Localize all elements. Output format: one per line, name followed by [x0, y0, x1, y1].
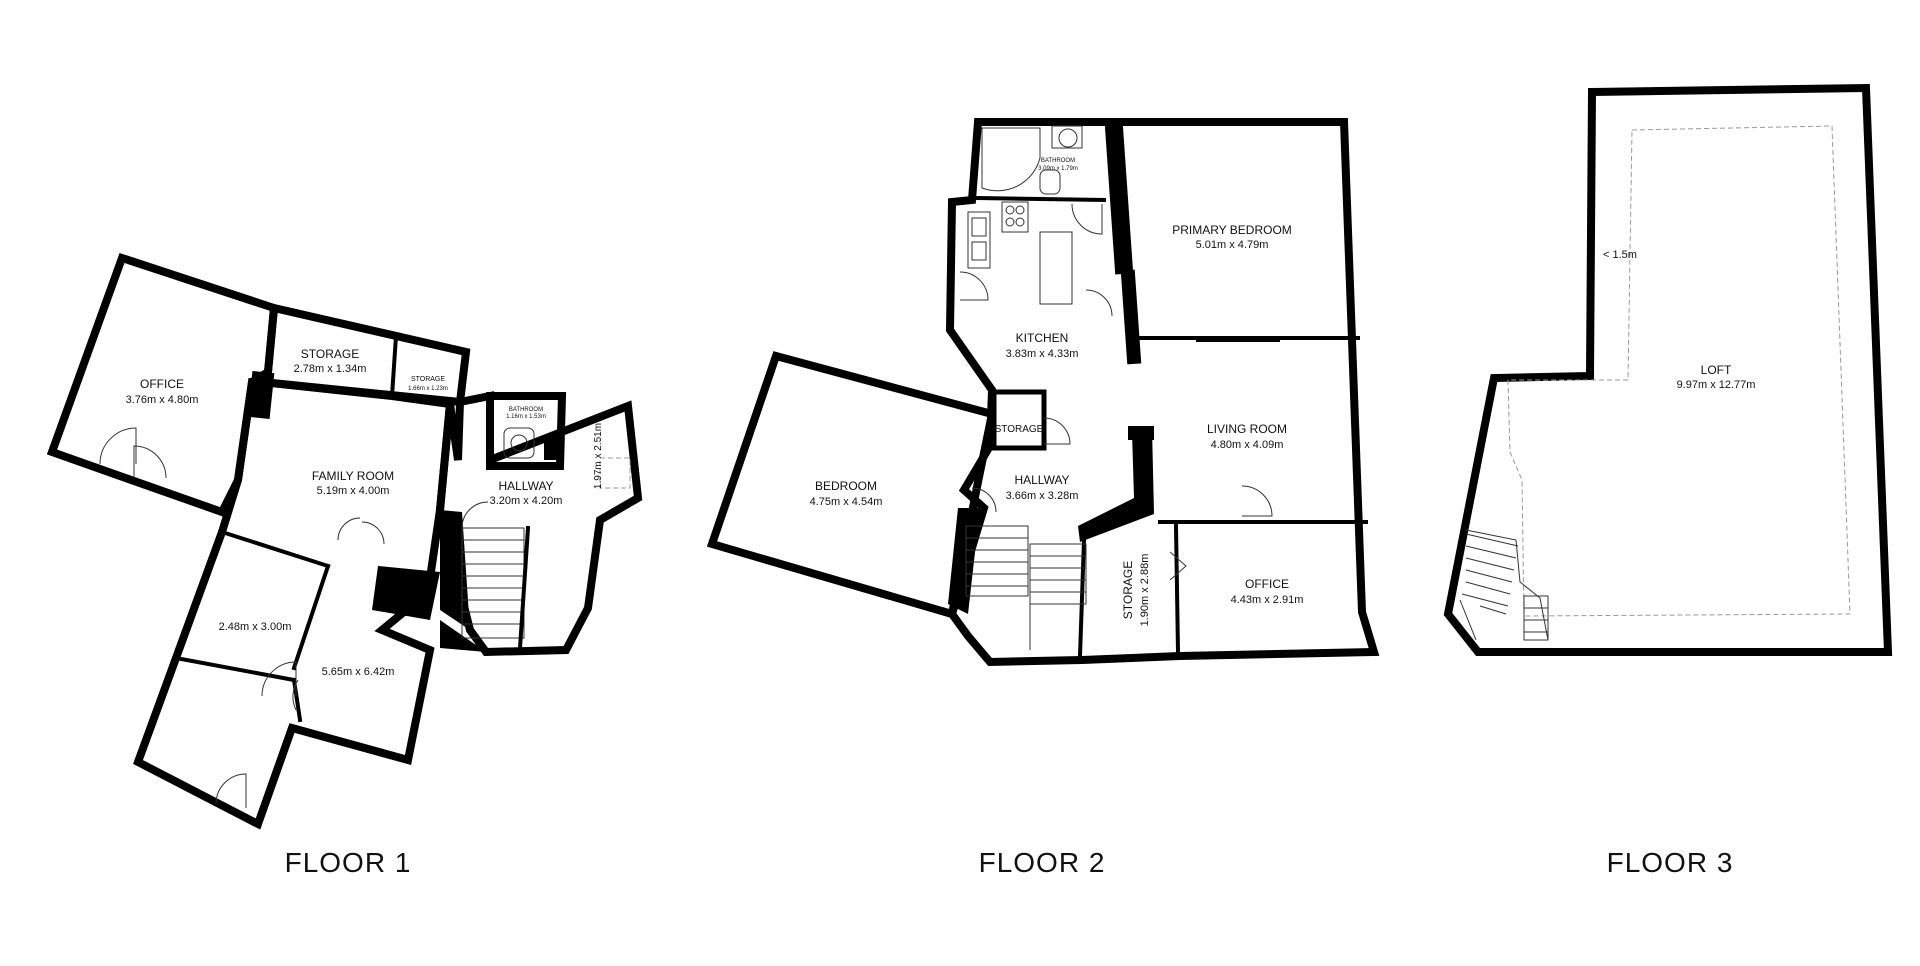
floor-1-large-room-dims: 5.65m x 6.42m — [322, 666, 395, 678]
floor-1-family-room-name: FAMILY ROOM — [312, 469, 394, 483]
floor-3-loft-walls — [1443, 83, 1893, 656]
floor-1-storage-a-dims: 2.78m x 1.34m — [294, 363, 367, 375]
floor-2-plan: BATHROOM 3.09m x 1.79m PRIMARY BEDROOM 5… — [706, 118, 1380, 878]
floor-2-storage-small-name: STORAGE — [995, 424, 1044, 435]
floor-2-living-room-dims: 4.80m x 4.09m — [1211, 439, 1284, 451]
floor-2-kitchen-dims: 3.83m x 4.33m — [1006, 348, 1079, 360]
floor-2-bathroom-dims: 3.09m x 1.79m — [1038, 166, 1078, 172]
floor-1-office-dims: 3.76m x 4.80m — [126, 394, 199, 406]
floor-1-stairs — [461, 525, 531, 651]
floor-2-hallway-name: HALLWAY — [1014, 473, 1069, 487]
floor-1-hallway-dims: 3.20m x 4.20m — [490, 495, 563, 507]
floor-2-title: FLOOR 2 — [979, 847, 1106, 878]
floor-2-bedroom-name: BEDROOM — [815, 479, 877, 493]
floor-2-storage-tall-dims: 1.90m x 2.88m — [1139, 554, 1151, 627]
floor-2-hallway-dims: 3.66m x 3.28m — [1006, 490, 1079, 502]
floor-1-plan: OFFICE 3.76m x 4.80m STORAGE 2.78m x 1.3… — [46, 252, 643, 878]
floor-2-primary-bedroom-dims: 5.01m x 4.79m — [1196, 239, 1269, 251]
floor-2-living-room-name: LIVING ROOM — [1207, 422, 1287, 436]
floor-1-small-room-dims: 2.48m x 3.00m — [219, 621, 292, 633]
floor-1-title: FLOOR 1 — [285, 847, 412, 878]
floor-2-storage-small-walls — [991, 389, 1047, 451]
floor-1-hallway-walls — [435, 391, 643, 657]
floor-1-storage-a-name: STORAGE — [301, 347, 359, 361]
floor-3-headroom-note: < 1.5m — [1603, 249, 1637, 261]
floor-3-stairs — [1459, 529, 1549, 641]
floor-3-title: FLOOR 3 — [1607, 847, 1734, 878]
floor-2-primary-bedroom-name: PRIMARY BEDROOM — [1172, 223, 1292, 237]
floor-3-headroom-line — [1507, 125, 1851, 617]
floor-1-bathroom-walls — [486, 392, 567, 470]
floor-2-storage-tall-name: STORAGE — [1121, 561, 1135, 619]
floor-3-loft-dims: 9.97m x 12.77m — [1677, 379, 1756, 391]
floor-2-office-name: OFFICE — [1245, 577, 1289, 591]
floor-3-loft-name: LOFT — [1701, 363, 1732, 377]
floor-2-kitchen-name: KITCHEN — [1016, 331, 1069, 345]
floor-1-bathroom-dims: 1.16m x 1.53m — [506, 414, 546, 420]
floor-1-storage-b-dims: 1.66m x 1.23m — [408, 386, 448, 392]
floor-2-stairs — [965, 525, 1087, 650]
floor-1-family-room-dims: 5.19m x 4.00m — [317, 485, 390, 497]
floor-1-bathroom-name: BATHROOM — [509, 407, 543, 413]
floor-1-hallway-name: HALLWAY — [498, 479, 553, 493]
floor-2-bathroom-name: BATHROOM — [1041, 158, 1075, 164]
floor-2-bedroom-dims: 4.75m x 4.54m — [810, 496, 883, 508]
floor-2-office-dims: 4.43m x 2.91m — [1231, 594, 1304, 606]
floor-1-storage-b-name: STORAGE — [411, 376, 445, 383]
floor-3-plan: < 1.5m LOFT 9.97m x 12.77m FLOOR 3 — [1443, 83, 1893, 878]
floor-1-closet-dims: 1.97m x 2.51m — [593, 423, 604, 489]
floor-1-office-name: OFFICE — [140, 377, 184, 391]
